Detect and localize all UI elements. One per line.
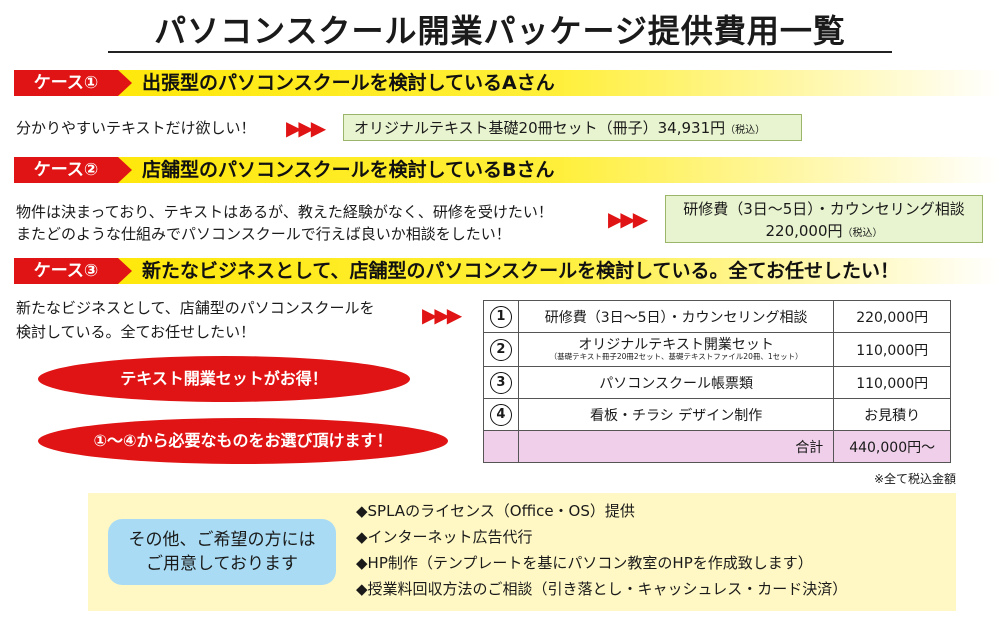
case3-pill-text-set: テキスト開業セットがお得！	[38, 356, 410, 402]
case3-tag: ケース③	[14, 258, 132, 284]
case1-tax: （税込）	[725, 125, 766, 136]
case2-tag: ケース②	[14, 157, 132, 183]
case2-title: 店舗型のパソコンスクールを検討しているBさん	[142, 159, 555, 181]
row-item: 研修費（3日〜5日）・カウンセリング相談	[517, 300, 835, 333]
case2-tax: （税込）	[842, 228, 883, 239]
other-label: その他、ご希望の方には ご用意しております	[108, 519, 336, 585]
case2-arrow-icon: ▶▶▶	[608, 207, 648, 231]
row-number: 2	[489, 338, 512, 361]
case3-header: ケース③ 新たなビジネスとして、店舗型のパソコンスクールを検討している。全てお任…	[14, 258, 1000, 284]
other-item-ads: ◆インターネット広告代行	[356, 528, 533, 546]
case1-need: 分かりやすいテキストだけ欲しい！	[16, 119, 256, 137]
table-row: 4 看板・チラシ デザイン制作 お見積り	[483, 398, 951, 431]
row-price: お見積り	[833, 398, 951, 431]
case1-tag: ケース①	[14, 70, 132, 96]
row-price: 110,000円	[833, 366, 951, 399]
case2-header: ケース② 店舗型のパソコンスクールを検討しているBさん	[14, 157, 1000, 183]
case1-arrow-icon: ▶▶▶	[286, 116, 326, 140]
other-item-hp: ◆HP制作（テンプレートを基にパソコン教室のHPを作成致します）	[356, 554, 813, 572]
table-total-row: 合計 440,000円〜	[483, 430, 951, 463]
case3-pill-choose: ①〜④から必要なものをお選び頂けます！	[38, 418, 448, 464]
row-number: 4	[489, 403, 512, 426]
other-item-license: ◆SPLAのライセンス（Office・OS）提供	[356, 502, 635, 520]
page-title: パソコンスクール開業パッケージ提供費用一覧	[154, 12, 846, 50]
price-table: 1 研修費（3日〜5日）・カウンセリング相談 220,000円 2 オリジナルテ…	[483, 300, 951, 463]
row-price: 220,000円	[833, 300, 951, 333]
case2-offer: 研修費（3日〜5日）・カウンセリング相談 220,000円（税込）	[665, 195, 983, 243]
total-value: 440,000円〜	[833, 430, 951, 463]
tax-note: ※全て税込金額	[873, 472, 956, 486]
table-row: 1 研修費（3日〜5日）・カウンセリング相談 220,000円	[483, 300, 951, 333]
case2-offer-item: 研修費（3日〜5日）・カウンセリング相談	[683, 200, 965, 218]
row-item: 看板・チラシ デザイン制作	[517, 398, 835, 431]
case2-offer-price: 220,000円	[765, 222, 843, 240]
row-item: オリジナルテキスト開業セット	[578, 336, 774, 353]
case2-need-line1: 物件は決まっており、テキストはあるが、教えた経験がなく、研修を受けたい！	[16, 203, 553, 221]
case2-need-line2: またどのような仕組みでパソコンスクールで行えば良いか相談をしたい！	[16, 225, 511, 243]
row-number: 1	[489, 305, 512, 328]
other-item-payment: ◆授業料回収方法のご相談（引き落とし・キャッシュレス・カード決済）	[356, 580, 848, 598]
case1-header: ケース① 出張型のパソコンスクールを検討しているAさん	[14, 70, 1000, 96]
case3-title: 新たなビジネスとして、店舗型のパソコンスクールを検討している。全てお任せしたい！	[142, 260, 899, 282]
case3-arrow-icon: ▶▶▶	[422, 303, 462, 327]
row-item-detail: （基礎テキスト冊子20冊2セット、基礎テキストファイル20冊、1セット）	[549, 351, 803, 361]
total-label: 合計	[517, 430, 835, 463]
title-underline	[108, 51, 892, 53]
case3-need-line1: 新たなビジネスとして、店舗型のパソコンスクールを	[16, 299, 375, 317]
table-row: 2 オリジナルテキスト開業セット （基礎テキスト冊子20冊2セット、基礎テキスト…	[483, 332, 951, 367]
case1-offer-text: オリジナルテキスト基礎20冊セット（冊子）34,931円	[354, 119, 726, 137]
row-item: パソコンスクール帳票類	[517, 366, 835, 399]
other-label-line1: その他、ご希望の方には	[128, 530, 316, 550]
row-number: 3	[489, 371, 512, 394]
case1-title: 出張型のパソコンスクールを検討しているAさん	[142, 72, 555, 94]
case3-need-line2: 検討している。全てお任せしたい！	[16, 323, 256, 341]
other-label-line2: ご用意しております	[146, 554, 298, 574]
row-price: 110,000円	[833, 332, 951, 367]
table-row: 3 パソコンスクール帳票類 110,000円	[483, 366, 951, 399]
case1-offer: オリジナルテキスト基礎20冊セット（冊子）34,931円（税込）	[343, 114, 802, 141]
